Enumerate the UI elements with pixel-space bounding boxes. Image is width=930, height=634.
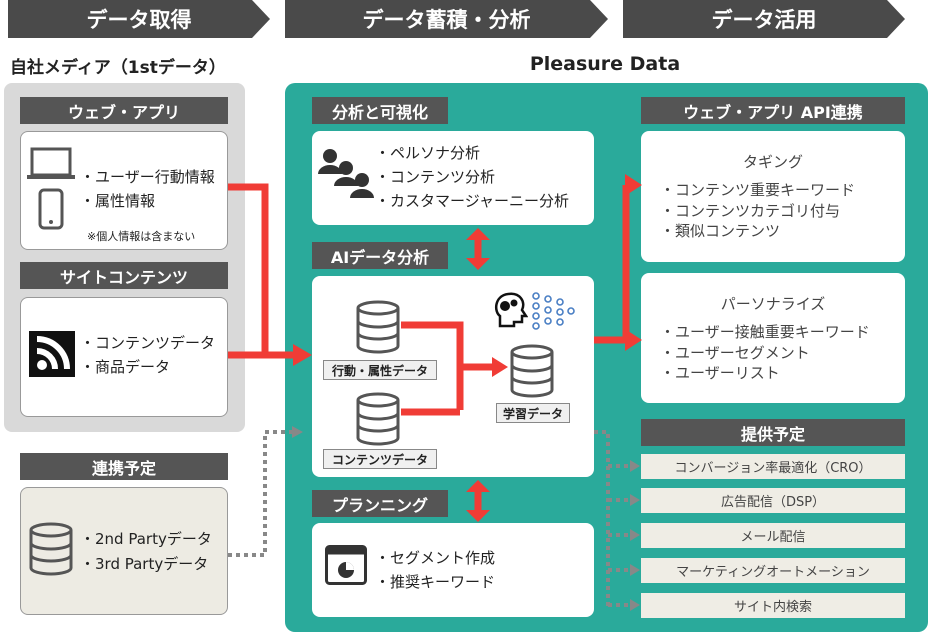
database-icon bbox=[510, 344, 554, 398]
partner-dotted-arrow bbox=[228, 430, 292, 557]
training-data-label: 学習データ bbox=[496, 403, 570, 423]
training-arrow bbox=[401, 321, 495, 416]
phase-acquire: データ取得 bbox=[8, 0, 270, 38]
content-data-label: コンテンツデータ bbox=[323, 449, 437, 469]
personalize-item: ・ユーザーセグメント bbox=[660, 344, 810, 362]
analysis-item: ・カスタマージャーニー分析 bbox=[375, 192, 569, 210]
output-arrow bbox=[594, 181, 630, 344]
planned-header: 提供予定 bbox=[641, 419, 905, 446]
center-title: Pleasure Data bbox=[529, 53, 681, 75]
left-title: 自社メディア（1stデータ） bbox=[10, 58, 226, 78]
planned-item-search: サイト内検索 bbox=[641, 593, 905, 618]
device-icon bbox=[27, 147, 75, 230]
input-arrow bbox=[228, 183, 295, 359]
analysis-item: ・ペルソナ分析 bbox=[375, 144, 481, 162]
partner-item: ・3rd Partyデータ bbox=[80, 555, 209, 573]
behavior-data-label: 行動・属性データ bbox=[323, 360, 437, 380]
partner-header: 連携予定 bbox=[20, 453, 228, 480]
planning-item: ・推奨キーワード bbox=[375, 573, 496, 591]
database-icon bbox=[356, 392, 400, 446]
site-contents-item: ・コンテンツデータ bbox=[80, 334, 216, 352]
personalize-item: ・ユーザー接触重要キーワード bbox=[660, 323, 870, 341]
planned-item-ma: マーケティングオートメーション bbox=[641, 558, 905, 583]
web-app-item: ・ユーザー行動情報 bbox=[80, 168, 215, 186]
privacy-note: ※個人情報は含まない bbox=[87, 230, 196, 243]
neural-network-icon bbox=[532, 292, 575, 330]
database-icon bbox=[29, 522, 73, 576]
personalize-title: パーソナライズ bbox=[720, 295, 826, 313]
ai-header: AIデータ分析 bbox=[312, 242, 448, 269]
users-icon bbox=[318, 149, 374, 198]
api-header: ウェブ・アプリ API連携 bbox=[641, 97, 905, 124]
chart-window-icon bbox=[325, 545, 367, 585]
planning-item: ・セグメント作成 bbox=[375, 549, 496, 567]
tagging-item: ・コンテンツ重要キーワード bbox=[660, 181, 856, 199]
partner-item: ・2nd Partyデータ bbox=[80, 530, 212, 548]
personalize-item: ・ユーザーリスト bbox=[660, 364, 780, 382]
personalize-card bbox=[641, 273, 905, 403]
site-contents-item: ・商品データ bbox=[80, 358, 171, 376]
planned-item-cro: コンバージョン率最適化（CRO） bbox=[641, 454, 905, 479]
partner-card bbox=[20, 487, 228, 615]
planned-item-dsp: 広告配信（DSP） bbox=[641, 488, 905, 513]
site-contents-header: サイトコンテンツ bbox=[20, 262, 228, 289]
rss-icon bbox=[29, 331, 75, 377]
tagging-title: タギング bbox=[742, 153, 803, 171]
phase-utilize: データ活用 bbox=[623, 0, 905, 38]
planned-item-mail: メール配信 bbox=[641, 523, 905, 548]
ai-head-icon bbox=[494, 292, 528, 328]
web-app-item: ・属性情報 bbox=[80, 192, 156, 210]
tagging-item: ・コンテンツカテゴリ付与 bbox=[660, 202, 841, 220]
planning-card bbox=[312, 523, 594, 617]
phase-store-analyze: データ蓄積・分析 bbox=[285, 0, 608, 38]
tagging-item: ・類似コンテンツ bbox=[660, 222, 781, 240]
tagging-card bbox=[641, 131, 905, 262]
planning-header: プランニング bbox=[312, 490, 448, 517]
analysis-header: 分析と可視化 bbox=[312, 97, 448, 124]
planned-dotted-line bbox=[594, 430, 610, 606]
web-app-header: ウェブ・アプリ bbox=[20, 97, 228, 124]
database-icon bbox=[356, 300, 400, 354]
analysis-item: ・コンテンツ分析 bbox=[375, 168, 496, 186]
